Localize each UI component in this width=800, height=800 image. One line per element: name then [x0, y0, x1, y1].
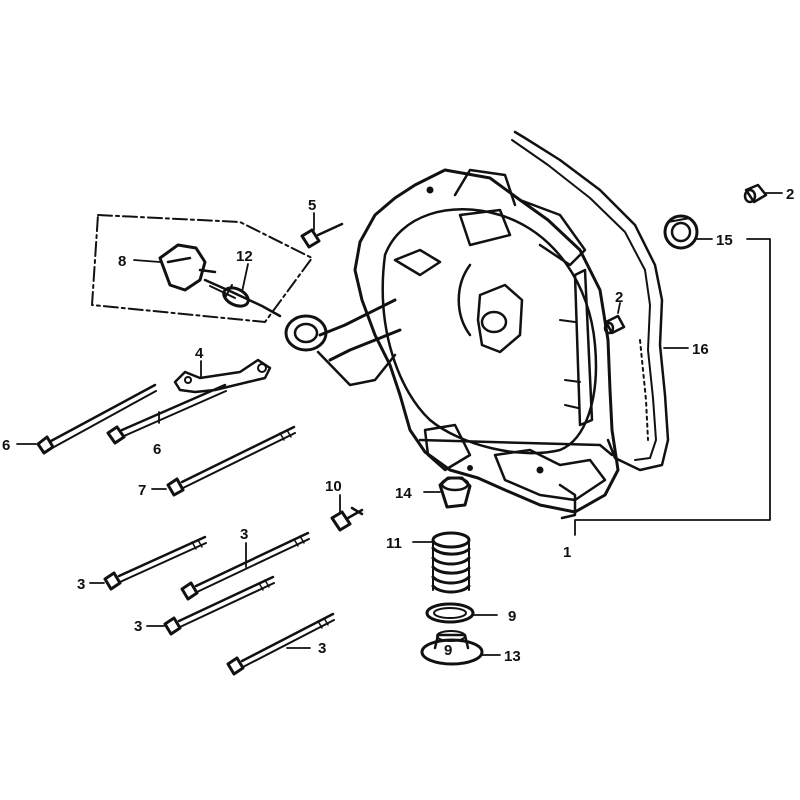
callout-labels: 1 2 2 3 3 3 3 4 5 6 6 7 8 9 9 10 11 12 1… — [2, 186, 794, 665]
callout-12: 12 — [236, 248, 253, 265]
callout-3-a: 3 — [77, 576, 85, 593]
screw-5 — [300, 222, 344, 249]
callout-13: 13 — [504, 648, 521, 665]
callout-5: 5 — [308, 197, 316, 214]
bolt-3-b — [180, 531, 310, 601]
callout-3-d: 3 — [318, 640, 326, 657]
bolt-6-left — [36, 383, 157, 455]
dowel-pin-middle — [603, 314, 626, 335]
oil-filler-assembly-box — [91, 214, 313, 323]
washer-9 — [425, 602, 475, 624]
bolt-3-d — [226, 612, 335, 676]
bolt-3-a — [103, 535, 207, 591]
drain-plug-13 — [420, 630, 484, 666]
callout-8: 8 — [118, 253, 126, 270]
callout-1: 1 — [563, 544, 571, 561]
oil-seal — [663, 214, 699, 250]
callout-15: 15 — [716, 232, 733, 249]
callout-4: 4 — [195, 345, 204, 362]
callout-7: 7 — [138, 482, 146, 499]
callout-2-middle: 2 — [615, 289, 623, 306]
gasket — [511, 130, 670, 472]
callout-2-top: 2 — [786, 186, 794, 203]
callout-3-c: 3 — [134, 618, 142, 635]
crankcase-cover — [284, 168, 620, 520]
callout-16: 16 — [692, 341, 709, 358]
oil-filler-cap — [158, 243, 282, 318]
plug-14 — [438, 476, 472, 509]
callout-10: 10 — [325, 478, 342, 495]
dowel-pin-top — [743, 183, 768, 204]
bolt-6-middle — [106, 383, 227, 445]
spring-11 — [431, 531, 471, 594]
bolt-3-c — [163, 575, 275, 636]
callout-9-right: 9 — [508, 608, 516, 625]
screw-10 — [330, 506, 364, 532]
callout-14: 14 — [395, 485, 412, 502]
callout-6-middle: 6 — [153, 441, 161, 458]
callout-11: 11 — [386, 535, 402, 552]
o-ring — [222, 286, 250, 308]
callout-6-left: 6 — [2, 437, 10, 454]
callout-9-plug: 9 — [444, 642, 452, 659]
leader-lines — [16, 192, 783, 656]
bracket — [173, 358, 272, 394]
bolt-7 — [166, 425, 296, 497]
callout-3-b: 3 — [240, 526, 248, 543]
